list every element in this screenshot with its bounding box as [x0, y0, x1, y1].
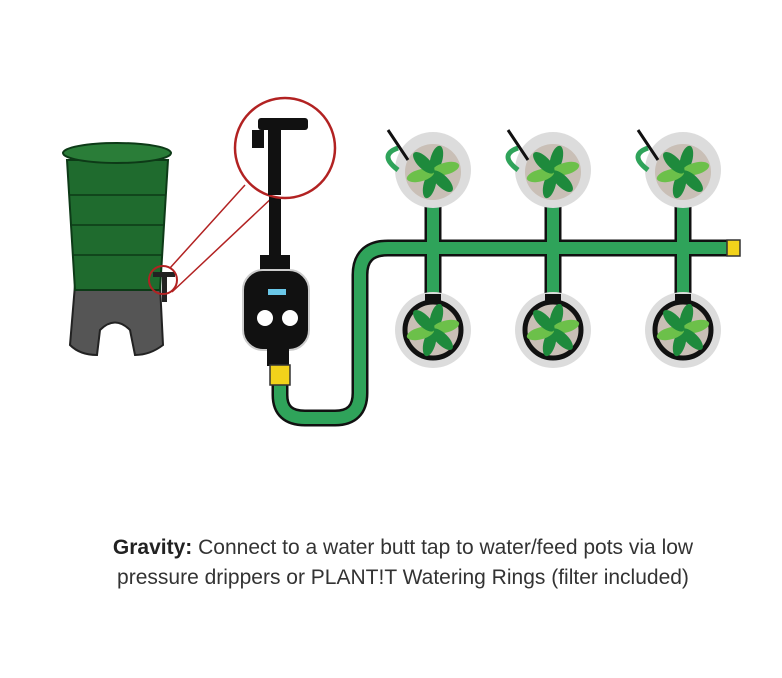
caption-text: Connect to a water butt tap to water/fee…	[117, 536, 694, 589]
leaf	[681, 170, 703, 192]
tap-icon	[153, 272, 175, 302]
leaf	[431, 170, 453, 192]
water-butt	[62, 142, 276, 357]
caption-bold: Gravity:	[112, 536, 193, 559]
pot-watering-ring	[645, 292, 721, 368]
dripper-tube	[635, 145, 650, 172]
pot-dripper	[505, 129, 591, 208]
leaf	[533, 152, 555, 174]
leaf	[663, 310, 685, 332]
dripper-stake	[386, 129, 410, 161]
pot-dripper	[635, 129, 721, 208]
leaf	[681, 328, 703, 350]
tap-zoom-detail	[233, 96, 337, 265]
hose	[271, 205, 728, 427]
leaf	[551, 170, 573, 192]
dripper-stake	[506, 129, 530, 161]
caption: Gravity: Connect to a water butt tap to …	[100, 533, 706, 593]
leaf	[413, 310, 435, 332]
pot-dripper	[385, 129, 471, 208]
water-timer	[242, 255, 310, 386]
leaf	[663, 152, 685, 174]
dripper-tube	[505, 145, 520, 172]
dripper-tube	[385, 145, 400, 172]
leaf	[413, 152, 435, 174]
end-cap	[726, 239, 741, 257]
leaf	[533, 310, 555, 332]
leaf	[551, 328, 573, 350]
pot-watering-ring	[515, 292, 591, 368]
dripper-stake	[636, 129, 660, 161]
leaf	[431, 328, 453, 350]
pots	[385, 129, 721, 368]
pot-watering-ring	[395, 292, 471, 368]
